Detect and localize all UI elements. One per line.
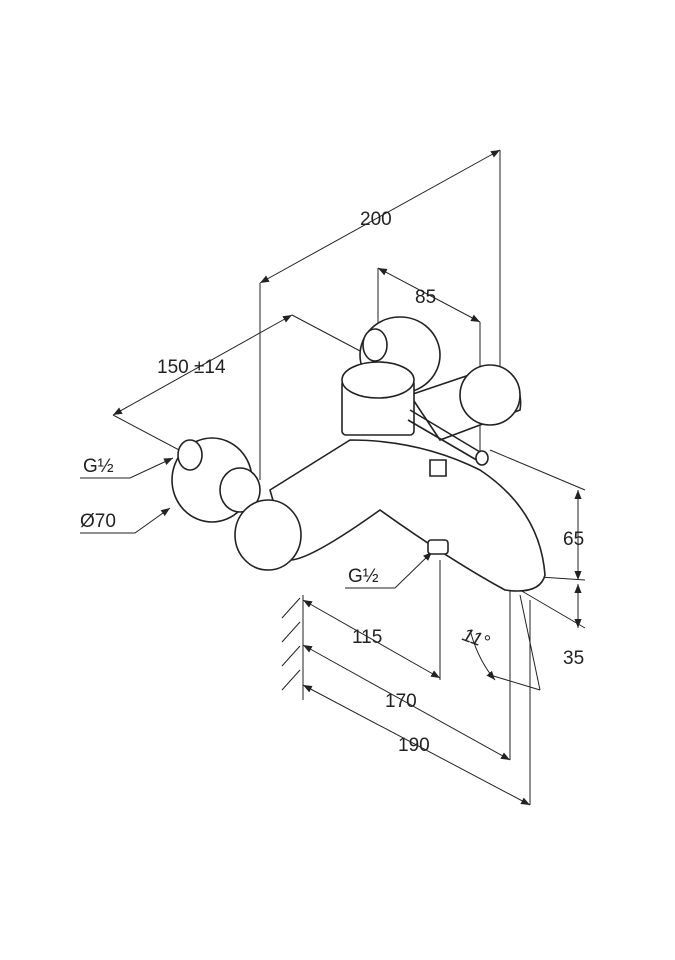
- dim-diameter-70: Ø70: [80, 511, 116, 532]
- dimension-labels: 200 85 150 ±14 G½ Ø70 65 G½ 35 115 11° 1…: [80, 209, 584, 756]
- dim-200: 200: [360, 209, 392, 230]
- dim-85: 85: [415, 287, 436, 308]
- dim-outlet-thread: G½: [348, 566, 379, 587]
- wall-hatch: [281, 597, 301, 691]
- dimension-lines: [80, 149, 582, 806]
- dim-150: 150 ±14: [157, 357, 226, 378]
- dim-inlet-thread: G½: [83, 456, 114, 477]
- dim-115: 115: [352, 627, 382, 648]
- dim-angle-11: 11°: [459, 624, 492, 653]
- dim-170: 170: [385, 691, 417, 712]
- faucet-body: [171, 316, 546, 592]
- dim-190: 190: [398, 735, 430, 756]
- dim-35: 35: [563, 648, 584, 669]
- dim-65: 65: [563, 529, 584, 550]
